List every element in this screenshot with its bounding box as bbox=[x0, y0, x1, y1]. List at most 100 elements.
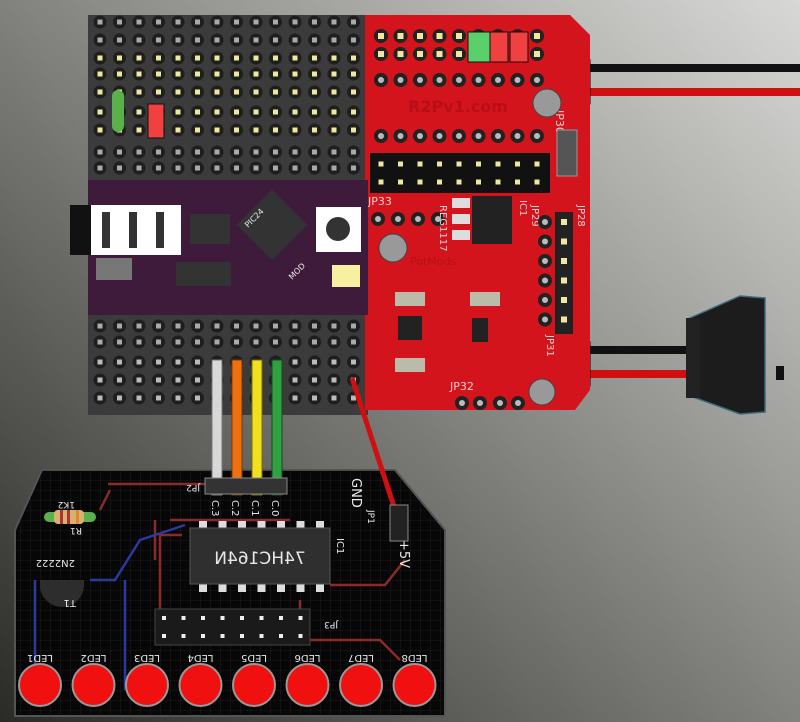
pin bbox=[162, 616, 166, 620]
wire-label-c3: C.3 bbox=[209, 500, 220, 517]
pad-hole bbox=[542, 297, 548, 303]
pad-hole bbox=[234, 109, 239, 115]
pin bbox=[220, 634, 225, 638]
pad-hole bbox=[214, 37, 220, 43]
jumper-red-2 bbox=[509, 31, 529, 63]
pad-hole bbox=[195, 359, 200, 365]
pad-hole bbox=[117, 55, 122, 61]
pad-hole bbox=[331, 359, 337, 365]
pad-hole bbox=[175, 149, 181, 155]
pad-hole bbox=[292, 19, 298, 25]
pin bbox=[378, 161, 384, 167]
pad-hole bbox=[292, 359, 298, 365]
pin bbox=[240, 616, 244, 620]
pad-hole bbox=[175, 395, 181, 401]
led-label: LED2 bbox=[81, 652, 107, 663]
ic1-shield-label: IC1 bbox=[517, 200, 528, 216]
pad-hole bbox=[214, 165, 220, 171]
pad-hole bbox=[175, 359, 181, 365]
pad-hole bbox=[331, 127, 337, 133]
pad-hole bbox=[214, 109, 220, 115]
pad-hole bbox=[351, 109, 356, 115]
ic-pin bbox=[199, 584, 207, 592]
pin bbox=[456, 161, 462, 167]
pad-hole bbox=[195, 149, 200, 155]
pin bbox=[417, 161, 423, 167]
pad-hole bbox=[397, 51, 404, 57]
pin bbox=[561, 297, 567, 303]
pad-hole bbox=[214, 89, 220, 95]
pad-hole bbox=[175, 165, 181, 171]
pad-hole bbox=[477, 400, 483, 406]
pad-hole bbox=[542, 277, 548, 284]
pad-hole bbox=[156, 19, 161, 25]
vcc-label: +5V bbox=[396, 540, 411, 568]
pad-hole bbox=[312, 165, 317, 171]
pad-hole bbox=[97, 37, 103, 43]
led-8 bbox=[392, 663, 437, 707]
pad-hole bbox=[292, 377, 298, 383]
pad-hole bbox=[195, 37, 200, 43]
pin bbox=[515, 179, 520, 185]
pin bbox=[398, 179, 403, 185]
ic1-label: IC1 bbox=[334, 538, 345, 554]
pad-hole bbox=[175, 55, 181, 61]
pin bbox=[279, 616, 283, 620]
barrel-plug bbox=[686, 295, 784, 415]
ic-pin bbox=[238, 584, 246, 592]
pad-hole bbox=[117, 71, 122, 77]
pad-hole bbox=[331, 37, 337, 43]
pad-hole bbox=[331, 395, 337, 401]
jumper-red-1 bbox=[489, 31, 509, 63]
ic-pin bbox=[218, 584, 227, 592]
pad-hole bbox=[534, 51, 540, 57]
pad-hole bbox=[156, 89, 161, 95]
ic-pin bbox=[257, 521, 266, 529]
pad-hole bbox=[331, 55, 337, 61]
pad-hole bbox=[397, 133, 404, 139]
pad-hole bbox=[514, 77, 521, 83]
pad-hole bbox=[195, 323, 200, 329]
pad-hole bbox=[312, 339, 317, 345]
pad-hole bbox=[417, 133, 423, 139]
pin bbox=[476, 179, 481, 185]
pad-hole bbox=[534, 77, 540, 83]
resistor-value: 1K2 bbox=[58, 499, 75, 509]
pad-hole bbox=[351, 395, 356, 401]
pad-hole bbox=[436, 133, 443, 139]
header-pins bbox=[378, 161, 540, 185]
pad-hole bbox=[273, 339, 278, 345]
pad-hole bbox=[459, 400, 465, 406]
pad-hole bbox=[195, 165, 200, 171]
pad-hole bbox=[117, 19, 122, 25]
pad-hole bbox=[175, 323, 181, 329]
pad-hole bbox=[351, 149, 356, 155]
pad-hole bbox=[351, 323, 356, 329]
pad-hole bbox=[292, 109, 298, 115]
pin bbox=[561, 316, 567, 323]
pad-hole bbox=[534, 33, 540, 39]
pad-hole bbox=[497, 400, 503, 406]
pad-hole bbox=[514, 133, 521, 139]
pad-hole bbox=[456, 133, 462, 139]
ic-pins bbox=[199, 521, 324, 592]
led-6 bbox=[285, 663, 330, 707]
pad-hole bbox=[273, 149, 278, 155]
pad-hole bbox=[273, 127, 278, 133]
pad-hole bbox=[312, 109, 317, 115]
pad-hole bbox=[351, 165, 356, 171]
pad-hole bbox=[234, 19, 239, 25]
pad-hole bbox=[417, 33, 423, 39]
transistor-ref: T1 bbox=[64, 597, 77, 608]
pad-hole bbox=[234, 55, 239, 61]
ic-pin bbox=[238, 521, 246, 529]
ic-pin bbox=[277, 584, 285, 592]
pin bbox=[515, 161, 520, 167]
pad-hole bbox=[351, 19, 356, 25]
pad-hole bbox=[312, 37, 317, 43]
pad-hole bbox=[117, 395, 122, 401]
led-label: LED6 bbox=[295, 652, 321, 663]
pad-hole bbox=[156, 323, 161, 329]
pin bbox=[162, 634, 166, 638]
